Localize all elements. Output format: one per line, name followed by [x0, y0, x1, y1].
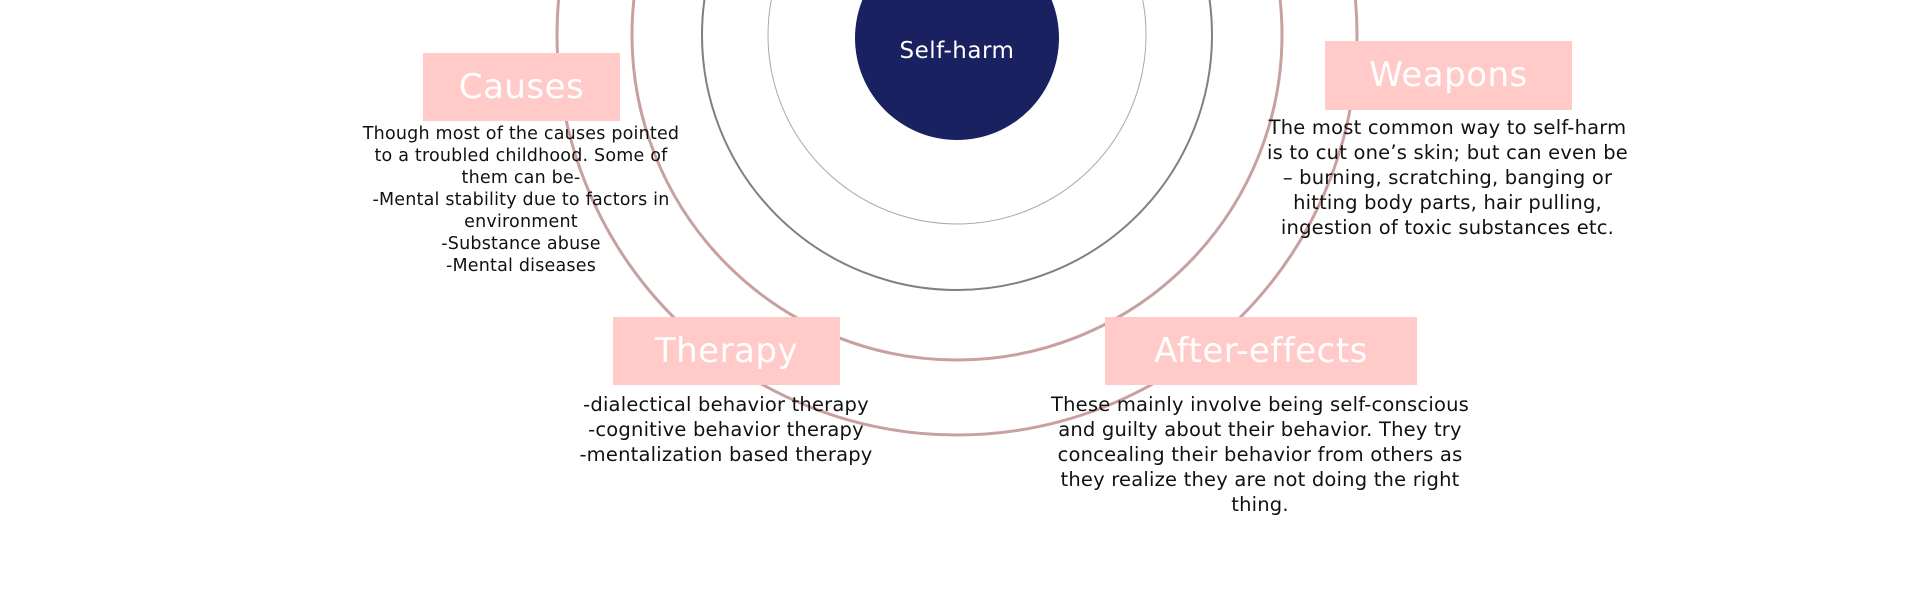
center-circle — [855, 0, 1059, 140]
inner-ring — [767, 0, 1147, 225]
causes-title: Causes — [423, 53, 620, 121]
causes-description: Though most of the causes pointed to a t… — [362, 124, 680, 276]
after-effects-title: After-effects — [1105, 317, 1417, 385]
outer-ring — [555, 0, 1359, 437]
second-ring — [630, 0, 1284, 362]
weapons-description: The most common way to self-harm is to c… — [1267, 116, 1628, 239]
after-effects-description: These mainly involve being self-consciou… — [1051, 393, 1469, 516]
therapy-title: Therapy — [613, 317, 840, 385]
center-label: Self-harm — [899, 38, 1015, 64]
therapy-description: -dialectical behavior therapy -cognitive… — [579, 393, 873, 466]
third-ring — [701, 0, 1213, 291]
weapons-title: Weapons — [1325, 41, 1572, 110]
